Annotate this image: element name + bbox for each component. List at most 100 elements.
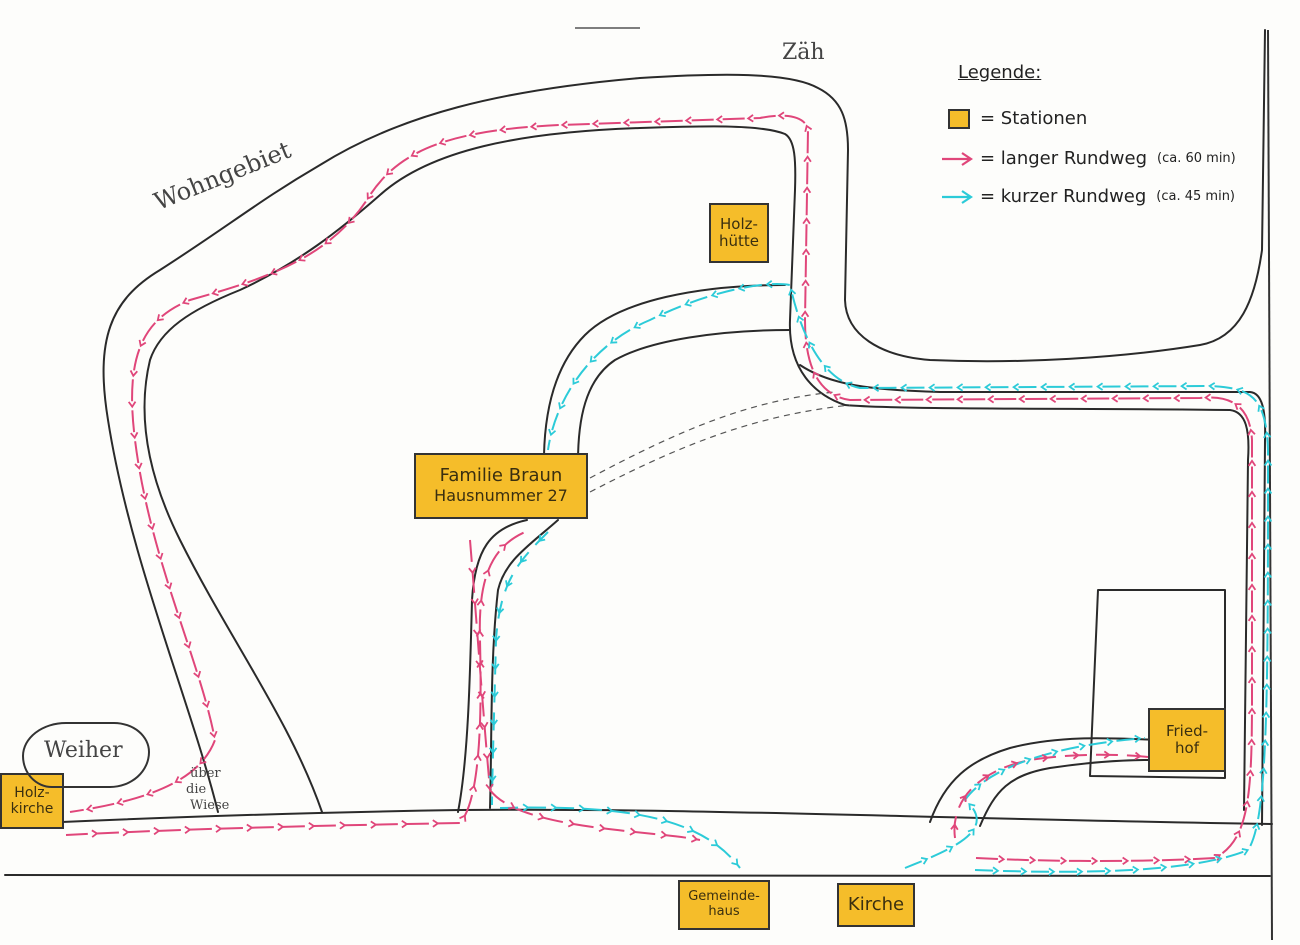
route-arrowhead bbox=[519, 555, 527, 564]
route-arrowhead bbox=[183, 641, 192, 649]
route-arrowhead bbox=[925, 395, 933, 404]
route-arrowhead bbox=[982, 774, 990, 782]
route-arrowhead bbox=[138, 339, 147, 348]
route-arrowhead bbox=[401, 819, 409, 829]
station-holzhuette-line2: hütte bbox=[718, 232, 759, 250]
route-arrowhead bbox=[522, 803, 530, 812]
route-arrowhead bbox=[833, 393, 841, 401]
route-arrowhead bbox=[459, 814, 467, 822]
station-holzkirche-line2: kirche bbox=[10, 801, 54, 817]
route-arrowhead bbox=[490, 691, 499, 699]
route-arrowhead bbox=[508, 802, 516, 810]
route-arrowhead bbox=[153, 826, 161, 836]
station-friedhof[interactable]: Fried- hof bbox=[1148, 708, 1226, 772]
route-arrowhead bbox=[803, 155, 812, 163]
route-arrowhead bbox=[145, 788, 154, 797]
route-arrowhead bbox=[558, 402, 566, 410]
route-arrowhead bbox=[550, 803, 558, 812]
route-arrowhead bbox=[956, 395, 964, 404]
route-arrowhead bbox=[1263, 542, 1273, 551]
route-arrowhead bbox=[765, 280, 773, 289]
route-arrowhead bbox=[277, 822, 285, 832]
route-arrowhead bbox=[1252, 822, 1261, 830]
route-arrowhead bbox=[1142, 394, 1150, 403]
route-arrowhead bbox=[1247, 676, 1257, 684]
route-arrowhead bbox=[629, 827, 637, 836]
route-arrowhead bbox=[946, 845, 954, 853]
pond-weiher bbox=[22, 722, 150, 788]
route-arrowhead bbox=[473, 753, 482, 762]
route-arrowhead bbox=[193, 670, 202, 679]
station-holzkirche-line1: Holz- bbox=[14, 784, 50, 801]
route-arrowhead bbox=[499, 543, 507, 551]
route-arrowhead bbox=[591, 119, 599, 128]
route-arrowhead bbox=[147, 522, 156, 531]
station-gemeindehaus[interactable]: Gemeinde- haus bbox=[678, 880, 770, 930]
route-arrowhead bbox=[1111, 394, 1119, 403]
route-arrowhead bbox=[1263, 654, 1272, 663]
route-arrowhead bbox=[872, 383, 880, 393]
pond-label: Weiher bbox=[44, 738, 123, 763]
route-arrowhead bbox=[215, 824, 223, 833]
route-arrowhead bbox=[370, 820, 378, 829]
legend-row-short-route: = kurzer Rundweg (ca. 45 min) bbox=[940, 186, 1235, 207]
branch-north-inner-edge bbox=[577, 329, 791, 463]
route-arrowhead bbox=[684, 299, 692, 307]
route-arrowhead bbox=[202, 700, 211, 709]
route-arrowhead bbox=[298, 254, 306, 262]
legend-row-long-route: = langer Rundweg (ca. 60 min) bbox=[940, 148, 1236, 169]
route-arrowhead bbox=[1263, 626, 1272, 635]
route-arrowhead bbox=[130, 431, 139, 440]
route-arrowhead bbox=[1010, 760, 1019, 769]
route-arrowhead bbox=[1051, 748, 1059, 757]
route-arrowhead bbox=[987, 395, 995, 404]
route-arrowhead bbox=[1213, 854, 1222, 861]
long-route-arrowheads bbox=[85, 111, 1257, 866]
route-arrowhead bbox=[1049, 394, 1057, 403]
station-familie-braun[interactable]: Familie Braun Hausnummer 27 bbox=[414, 453, 588, 519]
route-arrowhead bbox=[956, 383, 964, 392]
route-arrowhead bbox=[116, 797, 124, 806]
route-arrowhead bbox=[959, 794, 967, 802]
route-arrowhead bbox=[1152, 382, 1160, 391]
route-arrowhead bbox=[505, 580, 513, 588]
route-arrowhead bbox=[529, 122, 538, 131]
route-arrowhead bbox=[1263, 570, 1273, 579]
route-arrowhead bbox=[538, 534, 546, 542]
station-gemeindehaus-line2: haus bbox=[708, 904, 740, 919]
route-arrowhead bbox=[823, 364, 831, 373]
route-arrowhead bbox=[480, 721, 489, 729]
station-familie-braun-line2: Hausnummer 27 bbox=[434, 486, 568, 506]
route-arrowhead bbox=[737, 283, 746, 292]
route-arrowhead bbox=[1048, 867, 1056, 876]
route-arrowhead bbox=[998, 768, 1006, 776]
route-arrowhead bbox=[1076, 867, 1084, 876]
legend-long-route-label: = langer Rundweg bbox=[980, 148, 1148, 169]
route-arrowhead bbox=[801, 248, 811, 256]
route-arrowhead bbox=[1080, 394, 1088, 403]
route-arrowhead bbox=[548, 428, 557, 437]
route-arrowhead bbox=[710, 290, 719, 299]
legend-stations-label: = Stationen bbox=[980, 108, 1088, 129]
station-holzhuette[interactable]: Holz- hütte bbox=[709, 203, 769, 263]
zaeh-road-outer-edge bbox=[102, 29, 1266, 813]
route-arrowhead bbox=[240, 278, 249, 287]
route-arrowhead bbox=[211, 288, 219, 297]
route-arrowhead bbox=[1184, 855, 1192, 864]
station-kirche[interactable]: Kirche bbox=[837, 883, 915, 927]
route-arrowhead bbox=[1096, 382, 1104, 391]
route-arrowhead bbox=[410, 150, 418, 158]
route-arrowhead bbox=[173, 611, 182, 620]
branch-south-left-edge bbox=[457, 519, 528, 813]
route-arrowhead bbox=[1060, 856, 1068, 865]
route-arrowhead bbox=[900, 383, 908, 392]
route-arrowhead bbox=[777, 111, 785, 120]
road-label-zaeh: Zäh bbox=[782, 40, 825, 65]
route-arrowhead bbox=[1261, 710, 1271, 719]
station-familie-braun-line1: Familie Braun bbox=[439, 465, 563, 487]
route-arrowhead bbox=[308, 822, 316, 831]
route-arrowhead bbox=[1247, 521, 1257, 529]
station-friedhof-line1: Fried- bbox=[1165, 721, 1209, 740]
route-arrowhead bbox=[1029, 855, 1037, 865]
route-arrowhead bbox=[746, 114, 754, 123]
